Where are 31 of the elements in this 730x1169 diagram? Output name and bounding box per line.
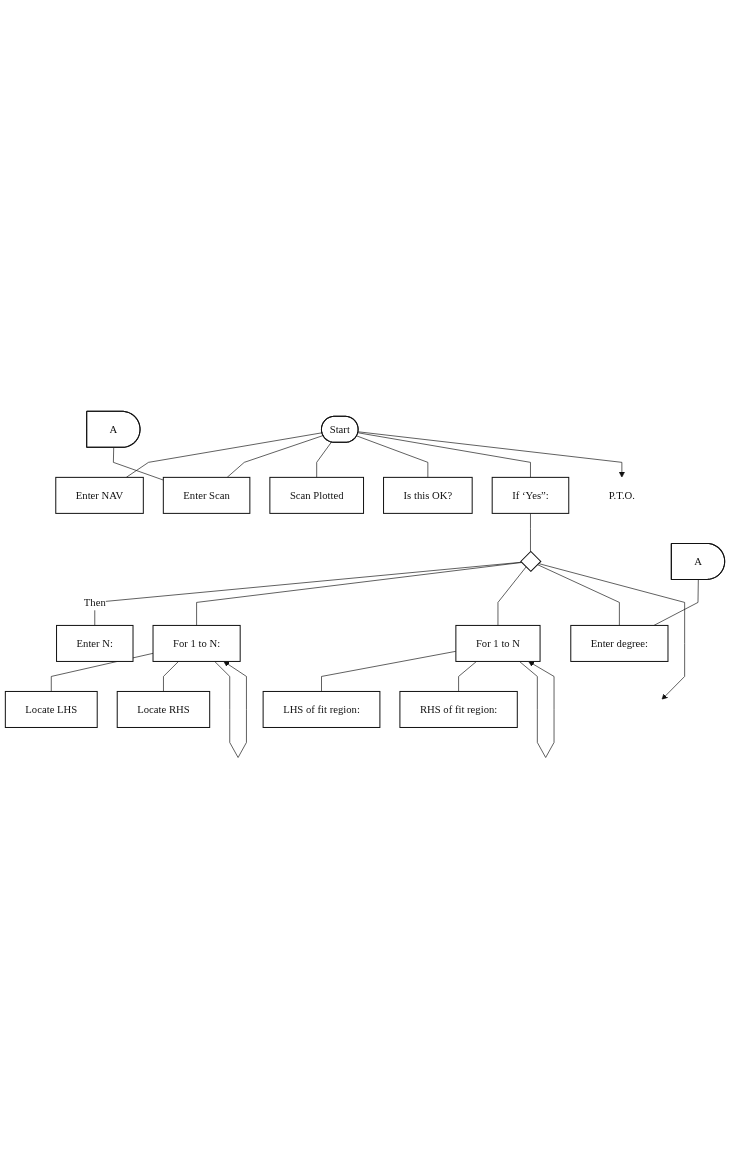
connector [113,447,164,481]
connector [321,651,457,692]
node-box: For 1 to N [455,624,541,662]
connector [530,513,531,552]
node-box: Enter NAV [55,476,144,514]
connector [226,435,324,478]
node-box: Scan Plotted [269,476,365,514]
connector [94,561,522,626]
node-box: LHS of fit region: [262,691,381,728]
node-box: Locate LHS [4,691,98,728]
connector [125,432,323,478]
connector [537,564,620,626]
connector [357,432,531,478]
node-box: RHS of fit region: [399,691,518,728]
node-box: If ‘Yes”: [491,476,570,514]
connector [653,579,699,626]
edge-label: Then [83,596,106,608]
node-diamond [520,550,542,572]
connector [163,661,179,692]
node-box: Enter degree: [570,624,669,662]
node-box: Enter N: [56,624,134,662]
node-box: Locate RHS [116,691,211,728]
connector [356,435,429,478]
node-text: P.T.O. [608,489,635,501]
connector [497,566,527,626]
node-box: Enter Scan [162,476,251,514]
node-box: For 1 to N: [152,624,241,662]
connector [316,441,332,478]
node-box: Is this OK? [383,476,473,514]
connector [458,661,477,692]
connector [196,562,522,626]
